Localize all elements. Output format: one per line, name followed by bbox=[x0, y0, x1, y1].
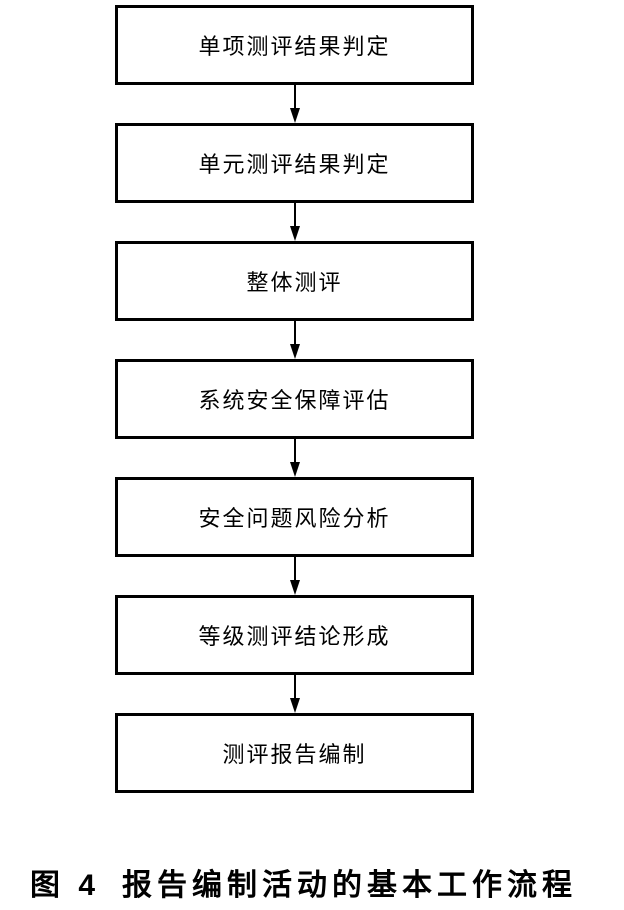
down-arrow-icon bbox=[115, 85, 474, 123]
arrow-stem bbox=[293, 439, 296, 465]
flow-box-label: 安全问题风险分析 bbox=[198, 506, 391, 531]
arrow-head bbox=[289, 108, 300, 123]
arrow-head bbox=[289, 698, 300, 713]
down-arrow-icon bbox=[115, 675, 474, 713]
arrow-stem bbox=[293, 203, 296, 229]
arrow-head bbox=[289, 226, 300, 241]
figure-title: 报告编制活动的基本工作流程 bbox=[122, 869, 578, 902]
flow-box: 等级测评结论形成 bbox=[115, 595, 474, 675]
figure-caption: 图 4 报告编制活动的基本工作流程 bbox=[30, 860, 577, 904]
flow-box: 单项测评结果判定 bbox=[115, 5, 474, 85]
arrow-stem bbox=[293, 321, 296, 347]
arrow-head bbox=[289, 580, 300, 595]
arrow-head bbox=[289, 462, 300, 477]
flow-box-label: 单元测评结果判定 bbox=[198, 152, 391, 177]
flow-box: 单元测评结果判定 bbox=[115, 123, 474, 203]
arrow-head bbox=[289, 344, 300, 359]
arrow-stem bbox=[293, 85, 296, 111]
arrow-stem bbox=[293, 675, 296, 701]
flow-box-label: 等级测评结论形成 bbox=[198, 624, 391, 649]
flow-box-label: 整体测评 bbox=[246, 270, 343, 295]
flow-box-label: 测评报告编制 bbox=[222, 742, 367, 767]
arrow-stem bbox=[293, 557, 296, 583]
down-arrow-icon bbox=[115, 557, 474, 595]
flow-box: 测评报告编制 bbox=[115, 713, 474, 793]
flow-box: 整体测评 bbox=[115, 241, 474, 321]
flow-box: 系统安全保障评估 bbox=[115, 359, 474, 439]
down-arrow-icon bbox=[115, 203, 474, 241]
down-arrow-icon bbox=[115, 321, 474, 359]
flow-box-label: 系统安全保障评估 bbox=[198, 388, 391, 413]
figure-label: 图 4 bbox=[30, 869, 101, 902]
flow-box: 安全问题风险分析 bbox=[115, 477, 474, 557]
flow-box-label: 单项测评结果判定 bbox=[198, 34, 391, 59]
down-arrow-icon bbox=[115, 439, 474, 477]
flowchart: 单项测评结果判定单元测评结果判定整体测评系统安全保障评估安全问题风险分析等级测评… bbox=[115, 5, 474, 793]
